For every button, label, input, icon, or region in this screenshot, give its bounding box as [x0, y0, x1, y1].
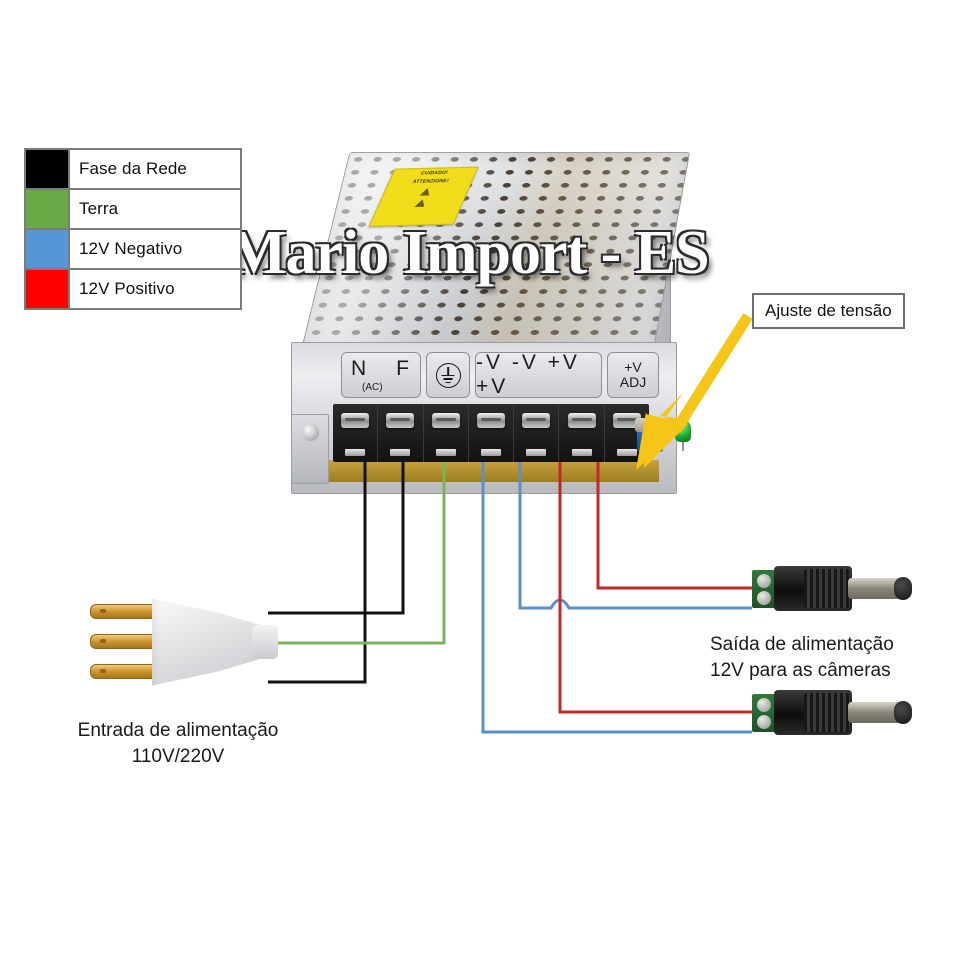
- power-led-indicator: [675, 420, 691, 451]
- terminal-4-negative[interactable]: [469, 404, 515, 462]
- output-caption: Saída de alimentação 12V para as câmeras: [710, 632, 960, 684]
- psu-mount-bracket: [291, 414, 329, 484]
- output-caption-line2: 12V para as câmeras: [710, 660, 891, 682]
- terminal-5-negative[interactable]: [514, 404, 560, 462]
- terminal-6-positive[interactable]: [559, 404, 605, 462]
- earth-ground-icon: [435, 362, 461, 388]
- dc-jack-lower: [752, 688, 912, 736]
- warning-label-line2: ATTENZIONE!: [411, 178, 450, 185]
- screw-icon: [476, 413, 505, 428]
- dc-jack-grip: [804, 569, 850, 608]
- warning-triangle-icon: [412, 197, 431, 208]
- legend-row: Fase da Rede: [26, 150, 240, 190]
- screw-icon: [522, 413, 551, 428]
- input-caption: Entrada de alimentação 110V/220V: [38, 718, 318, 770]
- input-caption-line1: Entrada de alimentação: [77, 720, 279, 741]
- legend-swatch-phase: [26, 150, 70, 188]
- terminal-3-ground[interactable]: [424, 404, 469, 462]
- plug-pin: [90, 634, 170, 649]
- plug-strain-relief: [252, 625, 278, 659]
- screw-terminal-block: [333, 404, 649, 462]
- dc-jack-upper: [752, 564, 912, 612]
- screw-icon: [612, 413, 641, 428]
- legend-label-ground: Terra: [79, 199, 119, 218]
- terminal-label-adj-bottom: ADJ: [619, 374, 647, 390]
- legend-label-phase: Fase da Rede: [79, 159, 187, 178]
- power-supply-unit: CUIDADO! ATTENZIONE! N (AC) F -V -V +V +…: [283, 142, 691, 542]
- output-caption-line1: Saída de alimentação: [710, 634, 894, 655]
- plug-body: [152, 598, 268, 686]
- dc-jack-tip: [894, 577, 912, 600]
- terminal-label-ground: [426, 352, 470, 398]
- watermark-text: Mario Import - ES: [228, 219, 710, 287]
- ac-power-plug: [82, 588, 282, 698]
- terminal-label-adj: +V ADJ: [607, 352, 659, 398]
- terminal-label-dc: -V -V +V +V: [475, 351, 602, 398]
- legend-row: 12V Positivo: [26, 270, 240, 308]
- voltage-adjust-callout: Ajuste de tensão: [752, 293, 905, 329]
- screw-icon: [386, 413, 415, 428]
- legend-swatch-negative: [26, 230, 70, 268]
- dc-jack-screw-terminal[interactable]: [752, 694, 776, 732]
- screw-icon: [341, 413, 370, 428]
- terminal-1-n[interactable]: [333, 404, 379, 462]
- legend-row: 12V Negativo: [26, 230, 240, 270]
- terminal-label-adj-top: +V: [624, 359, 642, 376]
- legend-label-positive: 12V Positivo: [79, 279, 175, 298]
- terminal-label-strip: N (AC) F -V -V +V +V +V ADJ: [341, 351, 659, 398]
- screw-icon: [567, 413, 596, 428]
- dc-jack-grip: [804, 693, 850, 732]
- dc-jack-barrel: [848, 578, 906, 599]
- warning-triangle-icon: [417, 186, 436, 197]
- legend-label-negative: 12V Negativo: [79, 239, 183, 258]
- legend-swatch-ground: [26, 190, 70, 228]
- voltage-adjust-potentiometer[interactable]: [635, 418, 665, 452]
- terminal-label-n: N: [351, 357, 367, 380]
- input-caption-line2: 110V/220V: [131, 746, 225, 768]
- terminal-2-f[interactable]: [378, 404, 424, 462]
- wire-color-legend: Fase da Rede Terra 12V Negativo 12V Posi…: [24, 148, 242, 310]
- dc-jack-tip: [894, 701, 912, 724]
- plug-pin: [90, 664, 170, 679]
- terminal-label-ac-sub: (AC): [362, 382, 383, 393]
- dc-jack-screw-terminal[interactable]: [752, 570, 776, 608]
- psu-pcb-edge: [329, 460, 659, 482]
- screw-icon: [431, 413, 460, 428]
- dc-jack-barrel: [848, 702, 906, 723]
- legend-swatch-positive: [26, 270, 70, 308]
- terminal-label-f: F: [396, 357, 409, 380]
- legend-row: Terra: [26, 190, 240, 230]
- terminal-7-positive[interactable]: [605, 404, 649, 462]
- terminal-label-ac: N (AC) F: [341, 352, 421, 398]
